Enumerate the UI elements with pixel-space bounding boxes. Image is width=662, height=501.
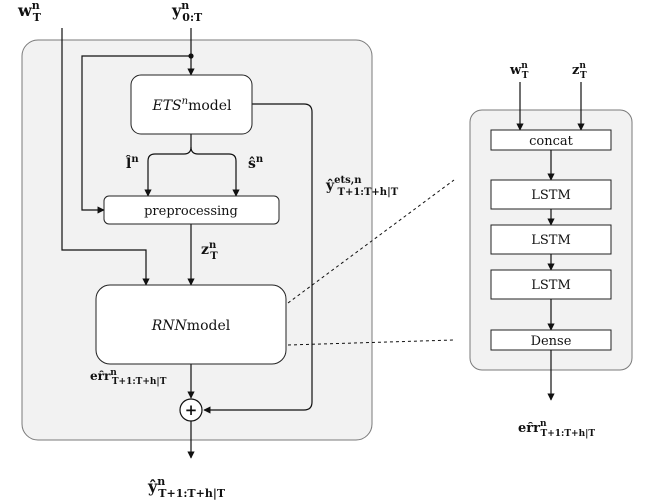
ets-model-box bbox=[130, 74, 253, 135]
rnn-model-label: RNNmodel bbox=[151, 318, 231, 334]
y-to-preprocessing-arrow bbox=[81, 55, 191, 214]
season-label: ŝn bbox=[248, 154, 264, 172]
sum-node bbox=[179, 398, 203, 422]
lstm-layer-2-label: LSTM bbox=[531, 233, 571, 248]
lstm-layer-1-label: LSTM bbox=[531, 188, 571, 203]
preprocessing-label: preprocessing bbox=[144, 204, 238, 219]
lstm-layer-3-label: LSTM bbox=[531, 278, 571, 293]
rnn-model-box bbox=[95, 284, 287, 365]
sum-symbol: + bbox=[185, 401, 198, 419]
season-arrow bbox=[190, 146, 240, 197]
dense-layer-label: Dense bbox=[531, 334, 572, 349]
zoom-line-top bbox=[287, 179, 455, 304]
preprocessing-box bbox=[103, 195, 280, 225]
concat-layer-label: concat bbox=[529, 134, 574, 149]
level-label: l̂n bbox=[125, 154, 140, 172]
ets-model-label: ETSnmodel bbox=[151, 96, 232, 114]
zoom-line-bottom bbox=[287, 339, 455, 346]
level-arrow bbox=[144, 134, 192, 197]
w-to-rnn-arrow bbox=[61, 28, 150, 286]
ets-forecast-arrow bbox=[203, 103, 313, 414]
lstm-layer-3 bbox=[490, 269, 612, 300]
